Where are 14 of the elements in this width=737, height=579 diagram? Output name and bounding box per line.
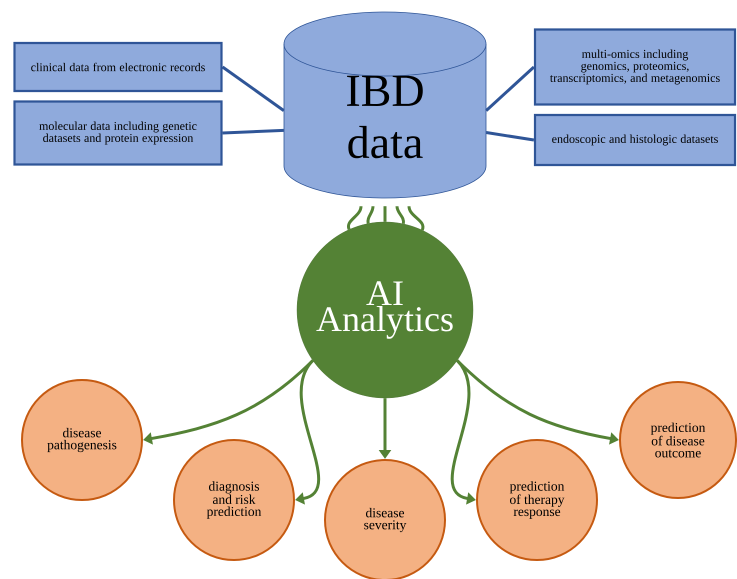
source-box: clinical data from electronic records [13,42,223,92]
connector-line [222,128,284,134]
database-cylinder: IBD data [284,12,486,198]
connector-line [347,206,362,230]
source-box: multi-omics including genomics, proteomics, transcriptomics, and metagenomics [534,28,736,106]
source-box: molecular data including genetic datasets and protein expression [13,100,223,166]
connector-line [396,206,405,224]
source-box: endoscopic and histologic datasets [534,114,736,166]
connector-line [222,66,285,112]
connector-line [384,206,386,222]
connector-line [366,206,374,224]
connector-line [408,206,424,230]
connector-line [486,131,534,142]
connector-line [485,66,535,112]
